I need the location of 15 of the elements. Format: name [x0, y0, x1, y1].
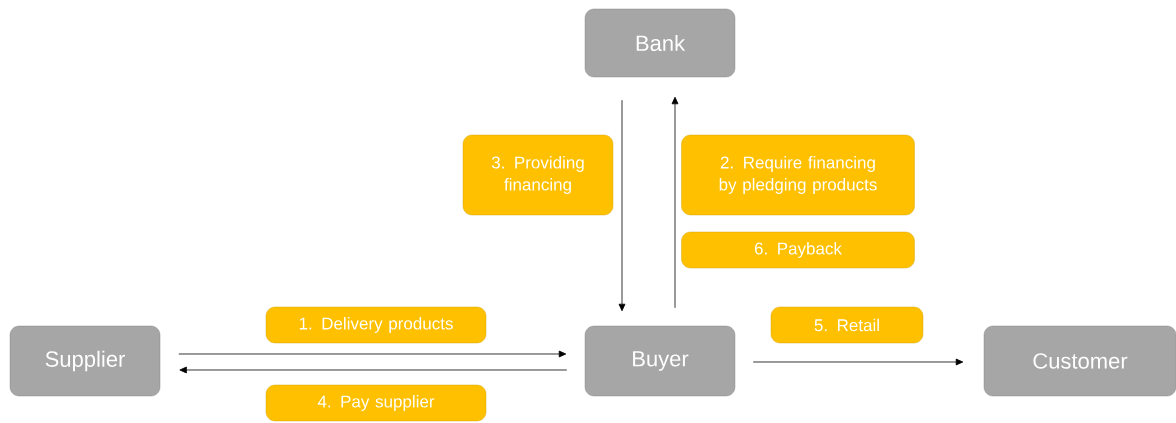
- arrow: [752, 358, 964, 366]
- main-box: Customer: [983, 325, 1176, 397]
- step-box: 5. Retail: [770, 306, 924, 344]
- arrow: [178, 350, 567, 358]
- step-box: 6. Payback: [681, 231, 915, 269]
- step-box: 4. Pay supplier: [265, 384, 487, 422]
- main-box: Bank: [584, 8, 736, 78]
- arrow: [671, 96, 679, 309]
- step-box: 3. Providing financing: [462, 134, 614, 216]
- arrow: [618, 99, 626, 312]
- arrow: [179, 366, 568, 374]
- step-box: 1. Delivery products: [265, 306, 487, 344]
- step-box: 2. Require financing by pledging products: [681, 134, 915, 216]
- main-box: Supplier: [9, 325, 161, 397]
- main-box: Buyer: [584, 325, 736, 397]
